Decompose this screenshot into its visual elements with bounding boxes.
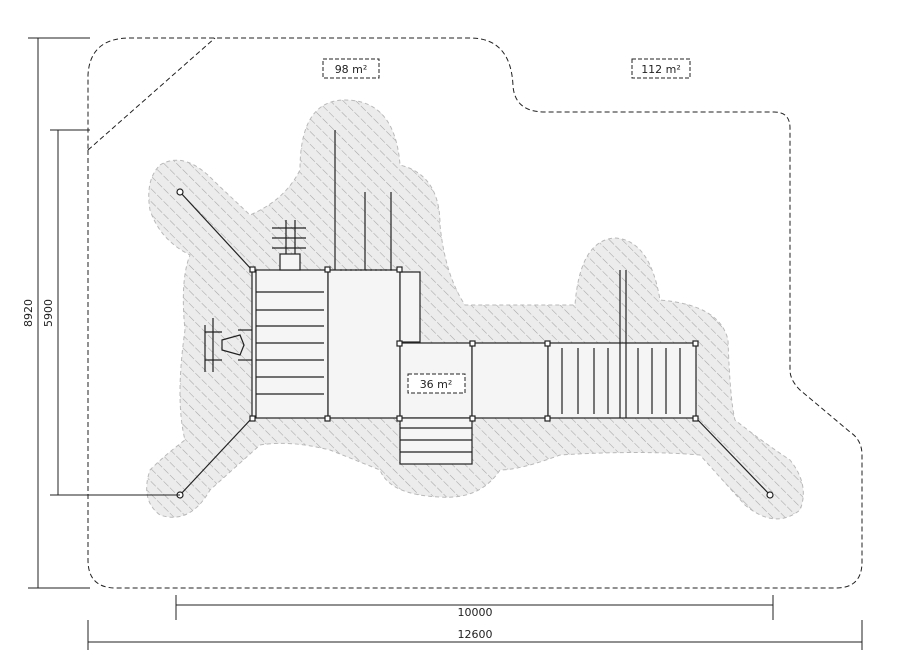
area-label-left: 98 m² [322, 58, 380, 79]
dimension-lines [28, 37, 863, 650]
boundary-diagonal [87, 37, 216, 151]
stairs [399, 417, 473, 465]
right-bars [561, 348, 681, 414]
central-tower [327, 269, 401, 419]
svg-text:36 m²: 36 m² [420, 378, 453, 391]
anchor-cable-br [695, 417, 771, 496]
svg-text:112 m²: 112 m² [641, 63, 681, 76]
dim-width-inner: 10000 [458, 606, 493, 619]
area-label-center: 36 m² [407, 373, 466, 394]
dim-height-inner: 5900 [42, 299, 55, 327]
svg-text:98 m²: 98 m² [335, 63, 368, 76]
anchor-cable-bl [179, 417, 253, 496]
area-label-right: 112 m² [631, 58, 691, 79]
outer-boundary [87, 37, 863, 589]
posts [249, 266, 699, 422]
equipment [176, 130, 774, 499]
left-attachment [204, 318, 252, 372]
anchor-cable-tl [179, 191, 253, 271]
left-ladder-rungs [256, 291, 324, 395]
dim-width-outer: 12600 [458, 628, 493, 641]
dim-height-outer: 8920 [22, 299, 35, 327]
top-ladder [272, 220, 306, 271]
right-section [547, 342, 697, 419]
safety-zone [146, 99, 804, 520]
bridge [399, 271, 421, 343]
